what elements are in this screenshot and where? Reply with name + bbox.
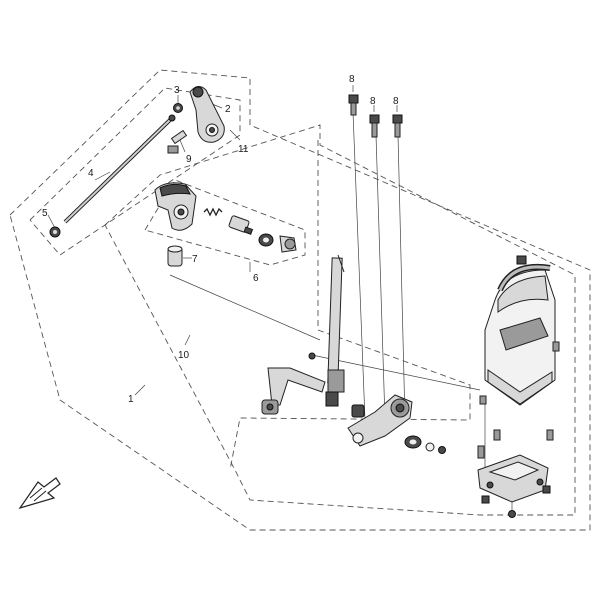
washer-part-small [425,442,446,454]
bearing-part [404,435,422,449]
assembly-boundary-10 [104,124,576,516]
shift-rod [325,254,345,407]
callout-6: 6 [253,273,259,284]
lower-bracket [477,454,549,503]
subassembly-box-6 [144,179,306,266]
callout-10: 10 [178,350,190,361]
bolt-part-8-c [392,114,403,138]
rod-part-4 [63,114,176,224]
pin-part [308,352,316,360]
callout-8a: 8 [349,74,355,85]
seal-arc [497,255,551,292]
subassembly-box-11 [29,87,241,256]
front-arrow-icon [18,477,61,510]
spring-part [203,207,223,217]
shift-lever-body [154,182,197,231]
bolt-part-8-a [348,94,359,116]
callout-4: 4 [88,168,94,179]
callout-8b: 8 [370,96,376,107]
bolt-part-8-b [369,114,380,138]
callout-7: 7 [192,254,198,265]
bushing-part-7 [167,245,183,267]
inner-region-box [229,140,471,471]
callout-8c: 8 [393,96,399,107]
washer-part [258,233,274,247]
small-fasteners [477,341,560,518]
callout-2: 2 [225,104,231,115]
plunger-part [228,215,254,235]
cap-nut-part [279,235,297,253]
callout-3: 3 [174,85,180,96]
callout-1: 1 [128,394,134,405]
shift-drum-assembly [347,394,413,447]
lever-arm-part-2 [189,86,225,143]
bolt-part-9 [167,129,188,154]
callout-11: 11 [238,144,249,155]
callout-5: 5 [42,208,48,219]
crank-lever [261,367,326,415]
assembly-boundary-1 [9,69,591,531]
guard-cover [484,269,556,406]
nut-part-5 [49,226,61,238]
nut-part-3 [173,103,183,113]
callout-9: 9 [186,154,192,165]
